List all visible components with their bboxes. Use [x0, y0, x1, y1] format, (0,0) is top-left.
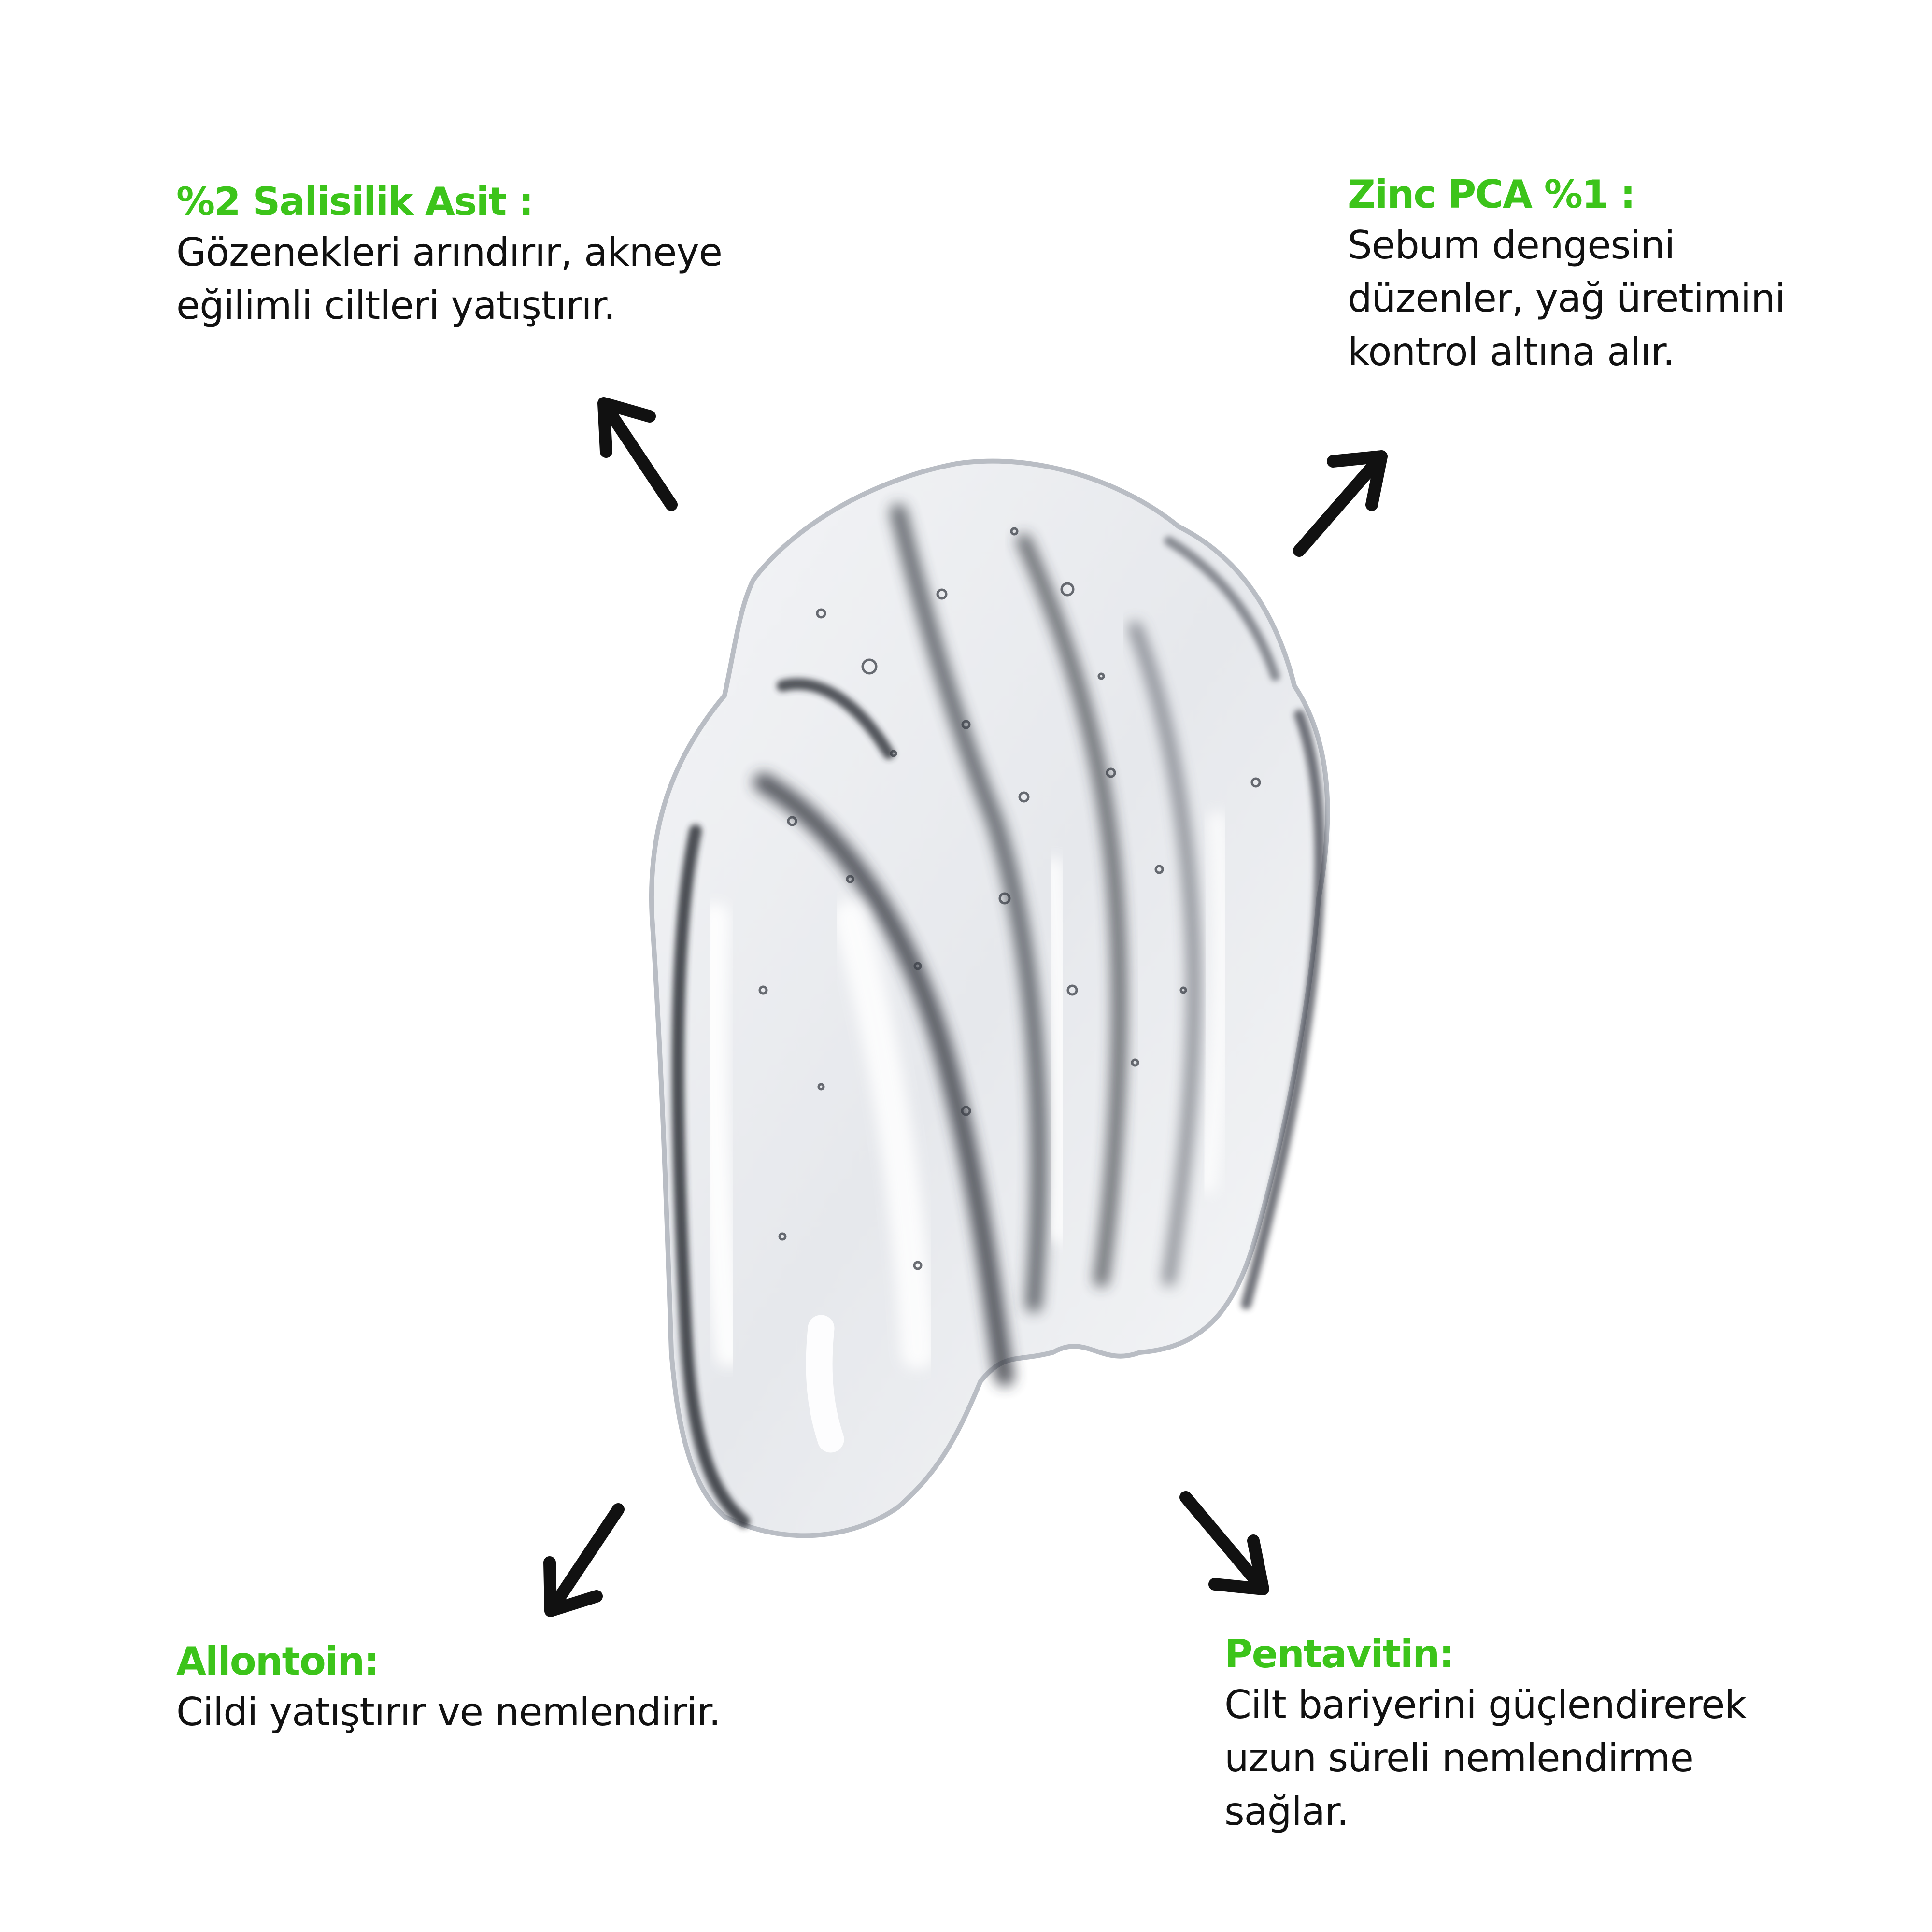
callout-pentavitin: Pentavitin: Cilt bariyerini güçlendirere… — [1224, 1630, 1876, 1838]
callout-description: Sebum dengesini düzenler, yağ üretimini … — [1348, 223, 1786, 374]
callout-title: Zinc PCA %1 : — [1348, 172, 1635, 217]
callout-title: Pentavitin: — [1224, 1632, 1454, 1676]
callout-description: Gözenekleri arındırır, akneye eğilimli c… — [176, 230, 723, 328]
callout-title: %2 Salisilik Asit : — [176, 179, 534, 224]
callout-description: Cilt bariyerini güçlendirerek uzun sürel… — [1224, 1682, 1747, 1834]
callout-allontoin: Allontoin: Cildi yatıştırır ve nemlendir… — [176, 1637, 852, 1739]
callout-zinc-pca: Zinc PCA %1 : Sebum dengesini düzenler, … — [1348, 170, 1903, 379]
callout-title: Allontoin: — [176, 1639, 379, 1684]
callout-description: Cildi yatıştırır ve nemlendirir. — [176, 1690, 721, 1734]
callout-salicylic-acid: %2 Salisilik Asit : Gözenekleri arındırı… — [176, 178, 804, 333]
